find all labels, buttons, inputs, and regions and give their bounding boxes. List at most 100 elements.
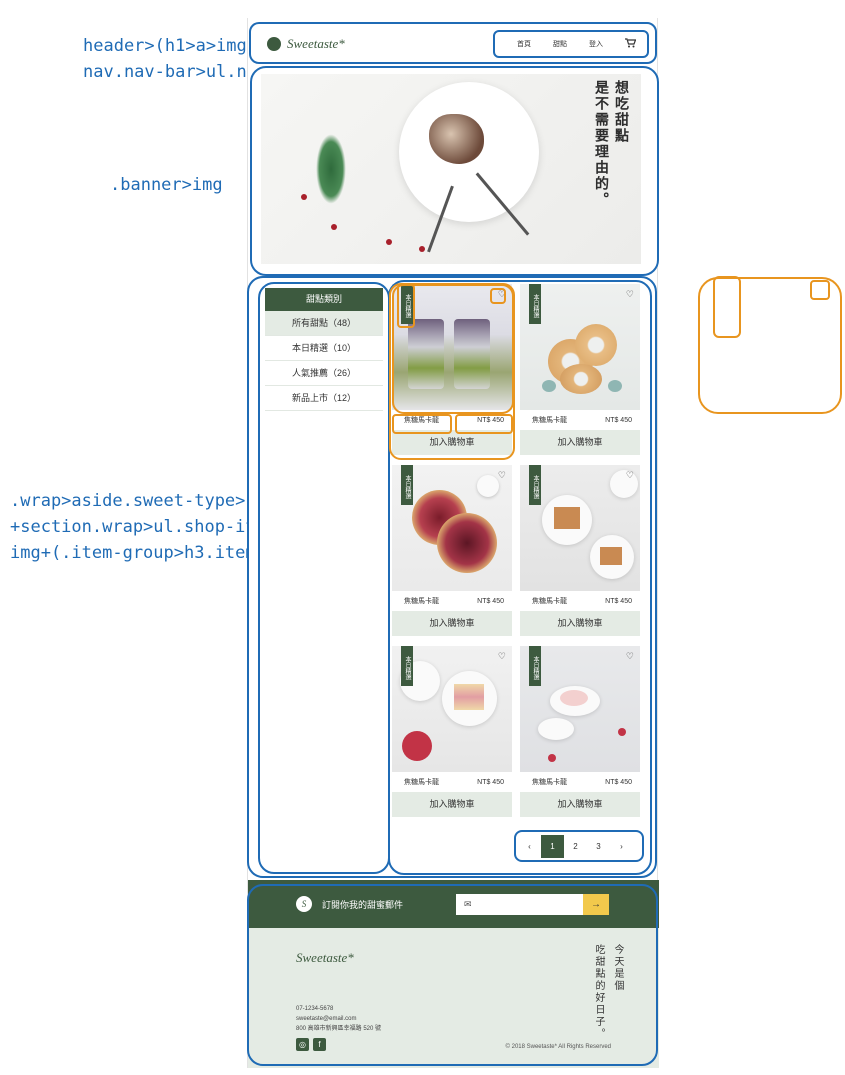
heart-icon[interactable]: ♡ — [625, 470, 634, 480]
annotation-schematic-card — [698, 277, 842, 414]
item-price: NT$ 450 — [477, 416, 504, 424]
footer-slogan: 今天是個 吃甜點的好日子。 — [590, 944, 625, 1040]
heart-icon[interactable]: ♡ — [497, 470, 506, 480]
product-card: 本日精選 ♡ 焦糖馬卡龍 NT$ 450 加入購物車 — [392, 284, 512, 455]
banner-slogan-line-2: 是不需要理由的。 — [593, 80, 609, 208]
pagination-page-1[interactable]: 1 — [541, 835, 564, 858]
pagination-page-3[interactable]: 3 — [596, 842, 601, 851]
add-to-cart-button[interactable]: 加入購物車 — [392, 430, 512, 455]
item-price: NT$ 450 — [605, 416, 632, 424]
subscribe-email-input[interactable]: ✉ — [456, 894, 583, 915]
product-image[interactable]: 本日精選 ♡ — [392, 465, 512, 591]
annotation-schematic-tag — [713, 276, 741, 338]
featured-tag: 本日精選 — [529, 284, 541, 324]
item-group: 焦糖馬卡龍 NT$ 450 — [520, 591, 640, 611]
add-to-cart-button[interactable]: 加入購物車 — [520, 792, 640, 817]
footer-logo[interactable]: Sweetaste* — [296, 950, 354, 965]
item-price: NT$ 450 — [477, 778, 504, 786]
featured-tag: 本日精選 — [529, 465, 541, 505]
facebook-icon[interactable]: f — [313, 1038, 326, 1051]
sidebar-item-featured[interactable]: 本日精選（10） — [265, 336, 383, 361]
item-group: 焦糖馬卡龍 NT$ 450 — [392, 410, 512, 430]
product-card: 本日精選 ♡ 焦糖馬卡龍 NT$ 450 加入購物車 — [520, 284, 640, 455]
item-price: NT$ 450 — [605, 778, 632, 786]
footer-contact: 07-1234-5678 sweetaste@email.com 800 高雄市… — [296, 1004, 381, 1034]
item-name: 焦糖馬卡龍 — [532, 598, 567, 605]
footer-email: sweetaste@email.com — [296, 1016, 357, 1022]
product-card: 本日精選 ♡ 焦糖馬卡龍 NT$ 450 加入購物車 — [520, 465, 640, 636]
nav-item-login[interactable]: 登入 — [589, 41, 603, 48]
featured-tag: 本日精選 — [401, 465, 413, 505]
item-group: 焦糖馬卡龍 NT$ 450 — [392, 772, 512, 792]
footer-copyright: © 2018 Sweetaste* All Rights Reserved — [505, 1044, 611, 1050]
sidebar-title: 甜點類別 — [265, 288, 383, 311]
add-to-cart-button[interactable]: 加入購物車 — [520, 430, 640, 455]
item-name: 焦糖馬卡龍 — [404, 598, 439, 605]
heart-icon[interactable]: ♡ — [497, 651, 506, 661]
footer-slogan-line-2: 吃甜點的好日子。 — [593, 944, 604, 1040]
brand-badge-icon: S — [296, 896, 312, 912]
item-price: NT$ 450 — [605, 597, 632, 605]
berry-decoration — [386, 239, 392, 245]
product-image[interactable]: 本日精選 ♡ — [392, 646, 512, 772]
site-logo[interactable]: Sweetaste* — [267, 36, 345, 52]
subscribe-text: 訂閱你我的甜蜜郵件 — [322, 899, 404, 910]
featured-tag: 本日精選 — [529, 646, 541, 686]
pine-branch-image — [316, 134, 346, 204]
footer-social: ◎ f — [296, 1038, 326, 1051]
item-name: 焦糖馬卡龍 — [532, 417, 567, 424]
banner-slogan: 想吃甜點 是不需要理由的。 — [593, 80, 629, 208]
featured-tag: 本日精選 — [401, 284, 413, 324]
page-frame: Sweetaste* 首頁 甜點 登入 想吃甜點 是不需要理由的。 甜點類別 所… — [247, 18, 659, 1068]
add-to-cart-button[interactable]: 加入購物車 — [520, 611, 640, 636]
logo-text: Sweetaste* — [287, 36, 345, 51]
annotation-banner: .banner>img — [110, 175, 223, 195]
site-header: Sweetaste* 首頁 甜點 登入 — [251, 24, 656, 64]
site-footer: Sweetaste* 今天是個 吃甜點的好日子。 07-1234-5678 sw… — [248, 928, 659, 1068]
item-name: 焦糖馬卡龍 — [404, 417, 439, 424]
item-name: 焦糖馬卡龍 — [404, 779, 439, 786]
nav-item-home[interactable]: 首頁 — [517, 41, 531, 48]
berry-decoration — [331, 224, 337, 230]
logo-mark-icon — [267, 37, 281, 51]
item-name: 焦糖馬卡龍 — [532, 779, 567, 786]
pagination-page-2[interactable]: 2 — [573, 842, 578, 851]
heart-icon[interactable]: ♡ — [625, 651, 634, 661]
banner-image: 想吃甜點 是不需要理由的。 — [261, 74, 641, 264]
sidebar-item-new[interactable]: 新品上市（12） — [265, 386, 383, 411]
sidebar-item-popular[interactable]: 人氣推薦（26） — [265, 361, 383, 386]
mail-icon: ✉ — [464, 899, 472, 909]
berry-decoration — [301, 194, 307, 200]
product-image[interactable]: 本日精選 ♡ — [392, 284, 512, 410]
item-group: 焦糖馬卡龍 NT$ 450 — [392, 591, 512, 611]
sweet-type-sidebar: 甜點類別 所有甜點（48） 本日精選（10） 人氣推薦（26） 新品上市（12） — [265, 288, 383, 413]
footer-phone: 07-1234-5678 — [296, 1006, 334, 1012]
featured-tag: 本日精選 — [401, 646, 413, 686]
berry-decoration — [419, 246, 425, 252]
item-group: 焦糖馬卡龍 NT$ 450 — [520, 772, 640, 792]
product-image[interactable]: 本日精選 ♡ — [520, 646, 640, 772]
footer-slogan-line-1: 今天是個 — [612, 944, 623, 992]
instagram-icon[interactable]: ◎ — [296, 1038, 309, 1051]
pagination-next-button[interactable]: › — [620, 842, 623, 851]
nav-item-desserts[interactable]: 甜點 — [553, 41, 567, 48]
add-to-cart-button[interactable]: 加入購物車 — [392, 792, 512, 817]
product-image[interactable]: 本日精選 ♡ — [520, 465, 640, 591]
subscribe-bar: S 訂閱你我的甜蜜郵件 ✉ → — [248, 880, 659, 928]
product-card: 本日精選 ♡ 焦糖馬卡龍 NT$ 450 加入購物車 — [392, 465, 512, 636]
product-card: 本日精選 ♡ 焦糖馬卡龍 NT$ 450 加入購物車 — [392, 646, 512, 817]
footer-address: 800 高雄市新興區幸福路 520 號 — [296, 1026, 382, 1032]
product-image[interactable]: 本日精選 ♡ — [520, 284, 640, 410]
item-group: 焦糖馬卡龍 NT$ 450 — [520, 410, 640, 430]
add-to-cart-button[interactable]: 加入購物車 — [392, 611, 512, 636]
heart-icon[interactable]: ♡ — [625, 289, 634, 299]
product-card: 本日精選 ♡ 焦糖馬卡龍 NT$ 450 加入購物車 — [520, 646, 640, 817]
annotation-schematic-heart — [810, 280, 830, 300]
item-price: NT$ 450 — [477, 597, 504, 605]
cart-icon[interactable] — [625, 37, 637, 51]
subscribe-submit-button[interactable]: → — [583, 894, 609, 915]
banner-slogan-line-1: 想吃甜點 — [613, 80, 629, 144]
heart-icon[interactable]: ♡ — [497, 289, 506, 299]
sidebar-item-all[interactable]: 所有甜點（48） — [265, 311, 383, 336]
pagination-prev-button[interactable]: ‹ — [528, 842, 531, 851]
